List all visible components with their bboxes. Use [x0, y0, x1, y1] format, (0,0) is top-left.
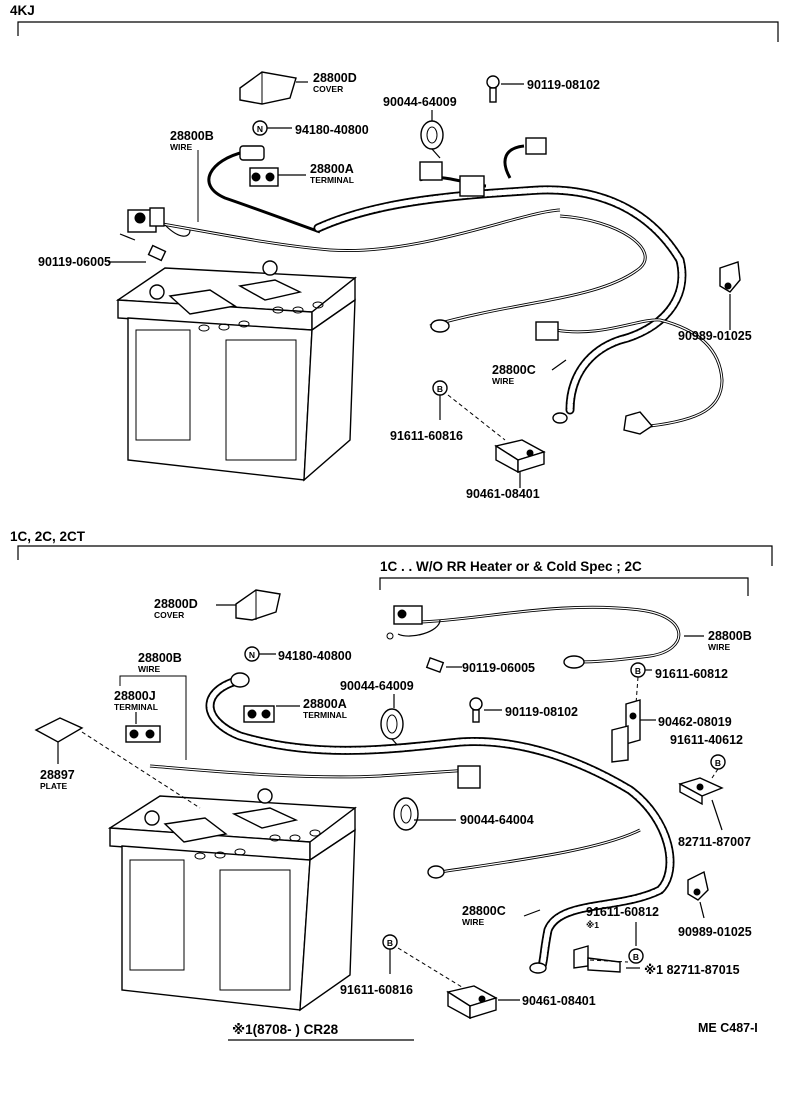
label-90044-64004: 90044-64004 [460, 813, 534, 827]
label-90044-64009-top: 90044-64009 [383, 95, 457, 109]
circle-n-top: N [257, 124, 263, 134]
bracket-90462-08019 [611, 699, 656, 763]
bracket-82711-87007 [678, 777, 724, 831]
circle-b-bottom-b: B [715, 758, 721, 768]
cover-28800d-top [239, 71, 308, 105]
bracket-82711-87015 [573, 945, 640, 973]
bolt-90119-06005-top [108, 244, 167, 263]
bolt-90119-08102-top [486, 75, 524, 103]
plate-28897 [34, 717, 201, 809]
label-90989-01025-bottom: 90989-01025 [678, 925, 752, 939]
label-wire-b-right: WIRE [708, 642, 731, 652]
battery-top [115, 260, 357, 482]
label-28800b-right: 28800B [708, 629, 752, 643]
label-94180-40800-top: 94180-40800 [295, 123, 369, 137]
label-wire-c-bottom: WIRE [462, 917, 485, 927]
bracket-90989-01025-bottom [687, 870, 709, 919]
label-cover-bottom: COVER [154, 610, 184, 620]
circle-b-bottom-d: B [387, 938, 393, 948]
label-terminal-a-bottom: TERMINAL [303, 710, 347, 720]
label-28800a-bottom: 28800A [303, 697, 347, 711]
label-90461-08401-top: 90461-08401 [466, 487, 540, 501]
label-terminal-j: TERMINAL [114, 702, 158, 712]
section-bracket-4kj [17, 21, 779, 42]
circle-b-top: B [437, 384, 443, 394]
label-28897: 28897 [40, 768, 75, 782]
cover-28800d-bottom [216, 589, 281, 621]
bolt-91611-60812-b [628, 948, 644, 964]
terminal-28800j [125, 712, 161, 743]
label-90119-06005-bottom: 90119-06005 [462, 661, 535, 675]
label-90461-08401-bottom: 90461-08401 [522, 994, 596, 1008]
label-90119-06005-top: 90119-06005 [38, 255, 111, 269]
label-28800d-top: 28800D [313, 71, 357, 85]
clamp-90044-64004 [393, 797, 456, 831]
label-28800b-left: 28800B [138, 651, 182, 665]
battery-bottom [107, 788, 357, 1012]
label-90462-08019: 90462-08019 [658, 715, 732, 729]
footnote: ※1(8708- ) CR28 [232, 1022, 339, 1037]
section-bracket-1c-2c-2ct [17, 545, 773, 566]
label-91611-40612: 91611-40612 [670, 733, 743, 747]
clamp-90044-64009-top [420, 110, 444, 159]
label-91611-60812-b-note: ※1 [586, 920, 599, 930]
circle-b-bottom-a: B [635, 666, 641, 676]
label-28800c-bottom: 28800C [462, 904, 506, 918]
wire-harness-tube-top [313, 137, 724, 435]
circle-n-bottom: N [249, 650, 255, 660]
label-91611-60812-a: 91611-60812 [655, 667, 728, 681]
terminal-28800a-top [249, 167, 306, 187]
terminal-28800a-bottom [243, 705, 300, 723]
sub-section-label: 1C . . W/O RR Heater or & Cold Spec ; 2C [380, 559, 642, 574]
section-label-4kj: 4KJ [10, 3, 35, 18]
circle-b-bottom-c: B [633, 952, 639, 962]
bolt-90119-06005-bottom [425, 657, 462, 673]
label-90119-08102-bottom: 90119-08102 [505, 705, 578, 719]
label-wire-b-top: WIRE [170, 142, 193, 152]
bracket-90461-08401-top [494, 439, 546, 488]
label-28800d-bottom: 28800D [154, 597, 198, 611]
bracket-90989-01025-top [719, 261, 741, 330]
wire-28800b-top [127, 145, 561, 253]
label-plate: PLATE [40, 781, 68, 791]
label-90119-08102-top: 90119-08102 [527, 78, 600, 92]
label-28800j: 28800J [114, 689, 156, 703]
sub-section-bracket [379, 577, 749, 596]
label-28800b-top: 28800B [170, 129, 214, 143]
bracket-90461-08401-bottom [446, 985, 520, 1020]
wire-28800b-right [386, 605, 704, 669]
label-91611-60816-bottom: 91611-60816 [340, 983, 413, 997]
label-wire-b-left: WIRE [138, 664, 161, 674]
label-28800c-top: 28800C [492, 363, 536, 377]
label-28800a-top: 28800A [310, 162, 354, 176]
label-82711-87015: ※1 82711-87015 [644, 963, 740, 977]
label-90989-01025-top: 90989-01025 [678, 329, 752, 343]
label-91611-60812-b: 91611-60812 [586, 905, 659, 919]
section-4kj: 4KJ 28800D COVE [10, 3, 779, 501]
label-94180-40800-bottom: 94180-40800 [278, 649, 352, 663]
section-label-1c-2c-2ct: 1C, 2C, 2CT [10, 529, 86, 544]
figure-code: ME C487-I [698, 1021, 758, 1035]
clamp-90044-64009-bottom [380, 694, 404, 749]
label-wire-c-top: WIRE [492, 376, 515, 386]
section-1c-2c-2ct: 1C, 2C, 2CT 1C . . W/O RR Heater or & Co… [10, 529, 773, 1020]
label-82711-87007: 82711-87007 [678, 835, 751, 849]
label-91611-60816-top: 91611-60816 [390, 429, 463, 443]
label-cover-top: COVER [313, 84, 343, 94]
bolt-90119-08102-bottom [469, 697, 502, 723]
label-90044-64009-bottom: 90044-64009 [340, 679, 414, 693]
label-terminal-top: TERMINAL [310, 175, 354, 185]
wire-harness-tube-bottom [149, 672, 675, 974]
